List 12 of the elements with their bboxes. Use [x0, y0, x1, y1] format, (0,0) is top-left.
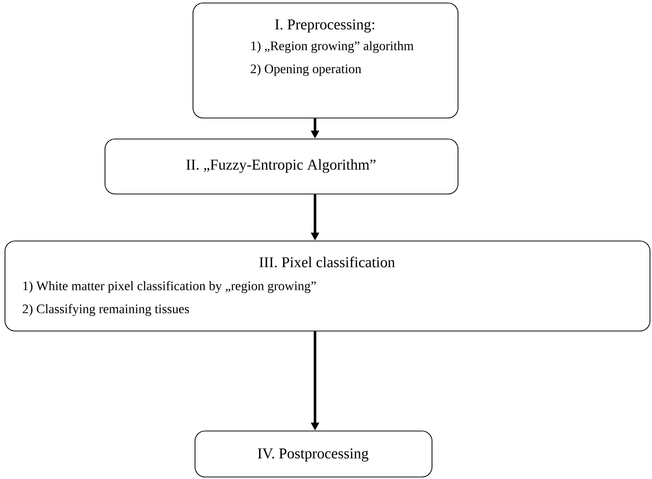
list-item: 1) „Region growing” algorithm — [251, 41, 414, 53]
list-item: 1) White matter pixel classification by „region growing” — [23, 281, 316, 293]
process-box — [104, 138, 458, 194]
box-title: IV. Postprocessing — [258, 448, 368, 462]
box-title: III. Pixel classification — [259, 256, 395, 268]
process-box — [4, 240, 650, 332]
process-box — [194, 430, 432, 478]
box-title: I. Preprocessing: — [275, 19, 374, 33]
box-title: II. „Fuzzy-Entropic Algorithm” — [186, 159, 376, 173]
list-item: 2) Opening operation — [250, 64, 362, 76]
list-item: 2) Classifying remaining tissues — [22, 304, 189, 316]
process-box — [192, 2, 458, 118]
